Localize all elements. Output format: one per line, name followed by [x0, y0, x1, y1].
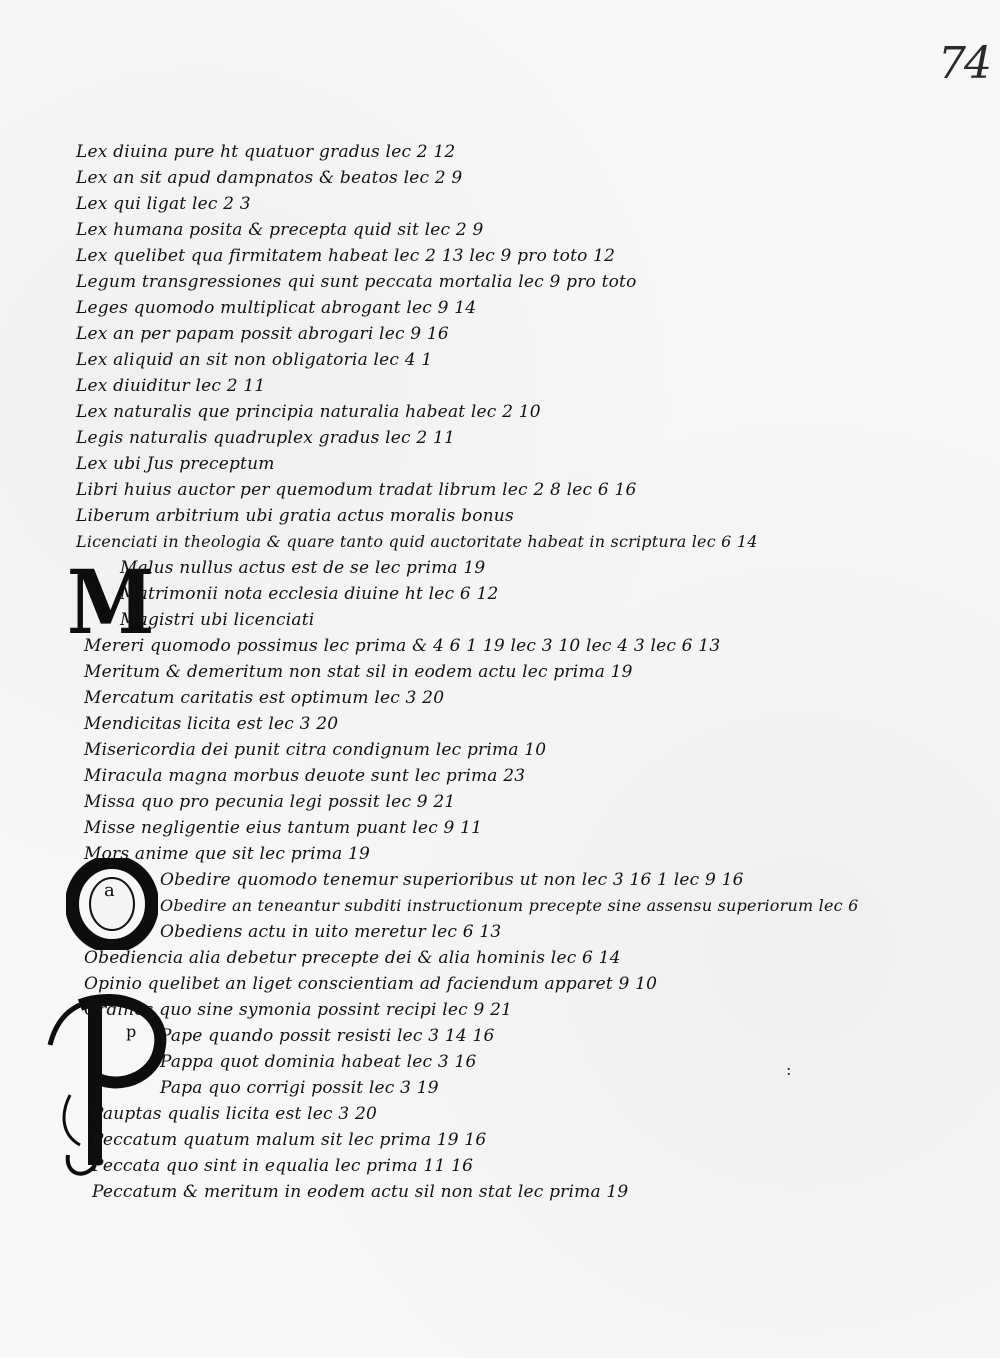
list-item: Opinio quelibet an liget conscientiam ad…: [84, 974, 658, 994]
initial-p: [47, 994, 167, 1176]
list-item: Lex naturalis que principia naturalia ha…: [76, 402, 541, 422]
initial-o-inner: a: [104, 880, 115, 901]
list-item: Legis naturalis quadruplex gradus lec 2 …: [76, 428, 455, 448]
list-item: Miracula magna morbus deuote sunt lec pr…: [84, 766, 526, 786]
list-item: Peccatum quatum malum sit lec prima 19 1…: [92, 1130, 487, 1150]
list-item: Lex qui ligat lec 2 3: [76, 194, 251, 214]
list-item: Lex quelibet qua firmitatem habeat lec 2…: [76, 246, 616, 266]
list-item: Lex diuiditur lec 2 11: [76, 376, 266, 396]
list-item: Misse negligentie eius tantum puant lec …: [84, 818, 483, 838]
list-item: Peccata quo sint in equalia lec prima 11…: [92, 1156, 474, 1176]
list-item: Lex an per papam possit abrogari lec 9 1…: [76, 324, 449, 344]
list-item: Magistri ubi licenciati: [120, 610, 315, 630]
initial-o: [66, 858, 158, 950]
list-item: Pape quando possit resisti lec 3 14 16: [160, 1026, 495, 1046]
list-item: Misericordia dei punit citra condignum l…: [84, 740, 547, 760]
list-item: Meritum & demeritum non stat sil in eode…: [84, 662, 633, 682]
list-item: Lex aliquid an sit non obligatoria lec 4…: [76, 350, 433, 370]
list-item: Papa quo corrigi possit lec 3 19: [160, 1078, 439, 1098]
list-item: Obedire an teneantur subditi instruction…: [160, 896, 859, 915]
list-item: Missa quo pro pecunia legi possit lec 9 …: [84, 792, 456, 812]
list-item: Pauptas qualis licita est lec 3 20: [92, 1104, 378, 1124]
list-item: Liberum arbitrium ubi gratia actus moral…: [76, 506, 514, 526]
list-item: Obediencia alia debetur precepte dei & a…: [84, 948, 621, 968]
list-item: Mereri quomodo possimus lec prima & 4 6 …: [84, 636, 721, 656]
list-item: Mendicitas licita est lec 3 20: [84, 714, 339, 734]
list-item: Malus nullus actus est de se lec prima 1…: [120, 558, 486, 578]
folio-number: 74: [938, 38, 992, 89]
list-item: Libri huius auctor per quemodum tradat l…: [76, 480, 637, 500]
marginal-mark: :: [786, 1060, 792, 1079]
list-item: Pappa quot dominia habeat lec 3 16: [160, 1052, 477, 1072]
list-item: Lex diuina pure ht quatuor gradus lec 2 …: [76, 142, 456, 162]
list-item: Licenciati in theologia & quare tanto qu…: [76, 532, 758, 551]
list-item: Mors anime que sit lec prima 19: [84, 844, 371, 864]
list-item: Lex humana posita & precepta quid sit le…: [76, 220, 484, 240]
list-item: Obedire quomodo tenemur superioribus ut …: [160, 870, 744, 890]
list-item: Matrimonii nota ecclesia diuine ht lec 6…: [120, 584, 499, 604]
list-item: Lex an sit apud dampnatos & beatos lec 2…: [76, 168, 463, 188]
list-item: Obediens actu in uito meretur lec 6 13: [160, 922, 502, 942]
list-item: Lex ubi Jus preceptum: [76, 454, 275, 474]
initial-m: M: [66, 550, 155, 654]
list-item: Legum transgressiones qui sunt peccata m…: [76, 272, 637, 292]
list-item: Ordines quo sine symonia possint recipi …: [84, 1000, 513, 1020]
initial-p-inner: p: [126, 1022, 137, 1041]
list-item: Leges quomodo multiplicat abrogant lec 9…: [76, 298, 477, 318]
list-item: Peccatum & meritum in eodem actu sil non…: [92, 1182, 629, 1202]
list-item: Mercatum caritatis est optimum lec 3 20: [84, 688, 445, 708]
